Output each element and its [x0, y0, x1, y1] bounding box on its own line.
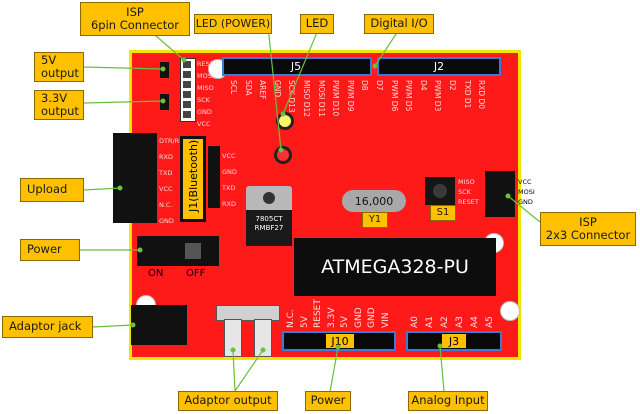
bluetooth-pin-labels: VCC GND TXD RXD — [222, 152, 237, 208]
adaptor-output-terminal — [216, 305, 280, 321]
upload-pin-labels: DTR/RESET RXD TXD VCC N.C. GND — [159, 137, 196, 225]
isp-6pin-dots — [183, 61, 191, 118]
header-j10-label: J10 — [326, 334, 354, 348]
callout-isp-2x3: ISP 2x3 Connector — [540, 212, 636, 246]
pin-label: VCC — [222, 152, 236, 160]
crystal-frequency: 16,000 — [354, 194, 394, 208]
pin-label: DTR/RESET — [159, 137, 196, 145]
pin-label: VCC — [518, 178, 532, 186]
header-j5 — [222, 57, 372, 76]
callout-adaptor-jack: Adaptor jack — [2, 316, 93, 338]
led-power — [274, 146, 292, 164]
pin-label: VCC — [197, 120, 211, 128]
pin-label: GND — [197, 108, 212, 116]
callout-adaptor-output: Adaptor output — [178, 391, 278, 411]
pin-label: RXD — [159, 153, 173, 161]
pin-label: MOSI — [518, 188, 535, 196]
pin-label: VCC — [159, 185, 173, 193]
header-j3-label: J3 — [442, 334, 466, 348]
callout-power-left: Power — [20, 239, 80, 261]
voltage-regulator: 7805CT RMBF27 — [246, 186, 292, 246]
pin-label: SCK — [458, 188, 471, 196]
callout-analog-input: Analog Input — [408, 391, 488, 411]
power-switch[interactable] — [137, 236, 219, 266]
upload-connector — [113, 133, 157, 223]
isp-6pin-labels: RESET MOSI MISO SCK GND VCC — [197, 60, 218, 128]
chip-label: ATMEGA328-PU — [321, 256, 469, 278]
regulator-text-2: RMBF27 — [254, 224, 284, 233]
pin-label: TXD — [159, 169, 173, 177]
pin-label: GND — [159, 217, 174, 225]
crystal-oscillator: 16,000 — [342, 190, 406, 212]
header-j2-label: J2 — [433, 60, 445, 73]
atmega-chip: ATMEGA328-PU — [294, 238, 496, 296]
callout-5v-output: 5V output — [34, 52, 84, 82]
bluetooth-pins — [208, 146, 220, 208]
pin-label: GND — [222, 168, 237, 176]
pin-label: RESET — [197, 60, 218, 68]
pin-label: TXD — [222, 184, 236, 192]
pin-label: MISO — [458, 178, 475, 186]
pin-label: MOSI — [197, 72, 214, 80]
bluetooth-connector — [180, 136, 206, 222]
mounting-hole — [500, 301, 520, 321]
pin-label: SCK — [197, 96, 210, 104]
isp-right-left-labels: MISO SCK RESET — [458, 178, 479, 206]
pin-label: MISO — [197, 84, 214, 92]
callout-isp-6pin: ISP 6pin Connector — [80, 2, 190, 36]
isp-right-right-labels: VCC MOSI GND — [518, 178, 535, 206]
header-j5-label: J5 — [290, 60, 302, 73]
callout-3v3-output: 3.3V output — [34, 90, 84, 120]
callout-led-power: LED (POWER) — [194, 14, 272, 34]
pin-label: GND — [518, 198, 533, 206]
regulator-text-1: 7805CT — [255, 215, 283, 223]
callout-led: LED — [300, 14, 334, 34]
adaptor-jack — [131, 305, 187, 345]
isp-2x3-connector — [485, 171, 515, 217]
pin-label: RXD — [222, 200, 236, 208]
crystal-label: Y1 — [362, 212, 388, 228]
switch-off-label: OFF — [186, 268, 206, 279]
adaptor-output-post — [254, 319, 272, 357]
callout-upload: Upload — [20, 178, 84, 202]
header-j2 — [377, 57, 501, 76]
callout-digital-io: Digital I/O — [364, 14, 434, 34]
pin-label: N.C. — [159, 201, 173, 209]
callout-power-bottom: Power — [305, 391, 351, 411]
switch-on-label: ON — [148, 268, 164, 279]
switch-label: S1 — [430, 205, 456, 221]
pin-label: RESET — [458, 198, 479, 206]
reset-switch[interactable] — [425, 177, 455, 205]
